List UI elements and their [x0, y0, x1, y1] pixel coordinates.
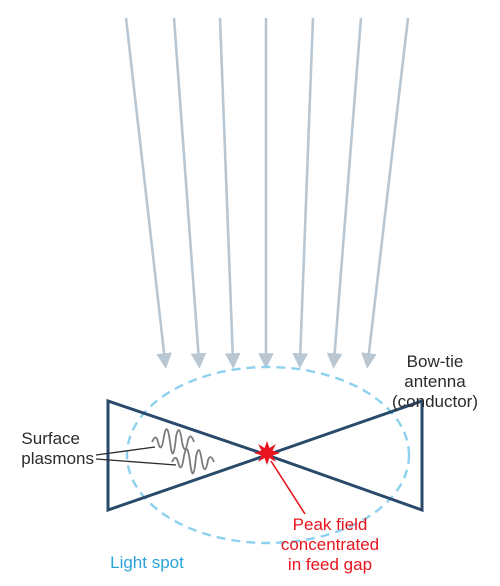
peak-field-label-line3: in feed gap	[288, 555, 372, 574]
antenna-left-triangle	[106, 398, 272, 513]
plasmons-label-line2: plasmons	[21, 449, 94, 468]
plasmons-label-line1: Surface	[21, 429, 80, 448]
incident-light-arrows	[124, 17, 410, 369]
plasmon-wave-upper	[151, 428, 195, 455]
peak-field-label-line2: concentrated	[281, 535, 379, 554]
light-arrow-3	[218, 17, 241, 369]
plasmons-label: Surface plasmons	[21, 429, 94, 468]
starburst-icon	[254, 441, 280, 465]
light-arrow-1	[124, 17, 172, 369]
peak-field-label-line1: Peak field	[293, 515, 368, 534]
antenna-right-triangle	[262, 398, 424, 513]
light-arrow-7	[361, 17, 410, 369]
antenna-label-line3: (conductor)	[392, 392, 478, 411]
peak-field-label: Peak field concentrated in feed gap	[281, 515, 379, 574]
antenna-label-line2: antenna	[404, 372, 466, 391]
antenna-label: Bow-tie antenna (conductor)	[392, 352, 478, 411]
light-spot-label: Light spot	[110, 553, 184, 572]
bow-tie-antenna	[106, 398, 424, 513]
plasmon-callout-lines	[95, 446, 177, 466]
surface-plasmon-waves	[151, 428, 215, 475]
light-arrow-2	[172, 17, 207, 369]
light-arrow-5	[292, 17, 315, 369]
peak-field-callout-line	[270, 460, 306, 515]
light-spot-ellipse	[125, 365, 411, 545]
antenna-label-line1: Bow-tie	[407, 352, 464, 371]
light-arrow-6	[326, 17, 363, 369]
plasmon-wave-lower	[171, 448, 215, 475]
